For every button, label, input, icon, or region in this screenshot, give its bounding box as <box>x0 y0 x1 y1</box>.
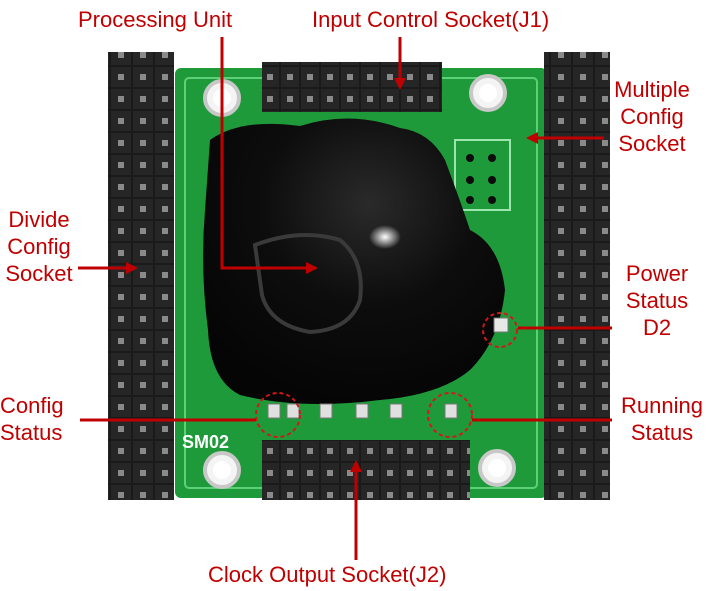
divide-config-socket-label: Divide Config Socket <box>5 207 73 286</box>
header-left <box>108 52 174 500</box>
processing-unit-label: Processing Unit <box>78 7 233 32</box>
power-status-label: Power Status D2 <box>625 261 689 340</box>
config-status-circle <box>255 392 301 438</box>
processing-unit-chip <box>203 118 506 405</box>
leader-lines <box>78 37 612 560</box>
power-status-circle <box>482 312 518 348</box>
smd-components <box>267 317 509 419</box>
board-marking: SM02 <box>182 432 229 452</box>
header-j1-top <box>262 62 442 112</box>
multiple-config-socket-label: Multiple Config Socket <box>614 77 690 156</box>
header-right <box>544 52 610 500</box>
mounting-holes <box>203 74 516 489</box>
clock-output-socket-label: Clock Output Socket(J2) <box>208 562 447 587</box>
header-j2-bottom <box>262 440 470 500</box>
leader-processing-unit <box>220 37 312 270</box>
running-status-circle <box>427 392 473 438</box>
leader-arrowheads <box>126 78 538 472</box>
input-control-socket-label: Input Control Socket(J1) <box>312 7 550 32</box>
config-status-label: Config Status <box>0 393 64 445</box>
running-status-label: Running Status <box>621 393 703 445</box>
